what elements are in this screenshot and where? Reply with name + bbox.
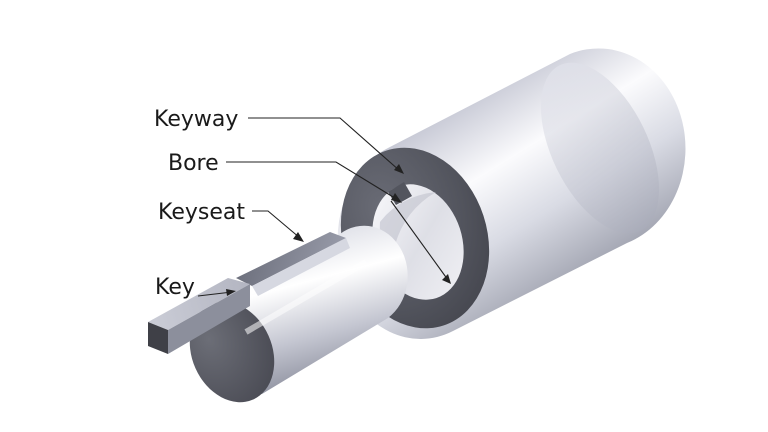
hub-bore-shadow — [379, 192, 436, 292]
shaft-cylinder — [189, 225, 408, 403]
shaft-keyseat-slot — [236, 232, 346, 286]
key-bar — [148, 278, 250, 354]
key-top-face — [148, 278, 250, 330]
shaft-keyseat-floor — [252, 238, 350, 296]
leader-keyseat — [252, 210, 304, 242]
shaft-highlight — [244, 259, 368, 335]
key-end-face — [148, 322, 168, 354]
label-key: Key — [155, 275, 195, 300]
key-side-face — [168, 284, 250, 354]
label-keyway: Keyway — [154, 107, 238, 132]
leader-bore — [226, 161, 451, 284]
label-keyseat: Keyseat — [158, 200, 245, 225]
hub-far-cap — [540, 62, 660, 234]
leader-keyway — [248, 117, 404, 174]
label-bore: Bore — [168, 151, 219, 176]
leader-key — [197, 289, 236, 297]
